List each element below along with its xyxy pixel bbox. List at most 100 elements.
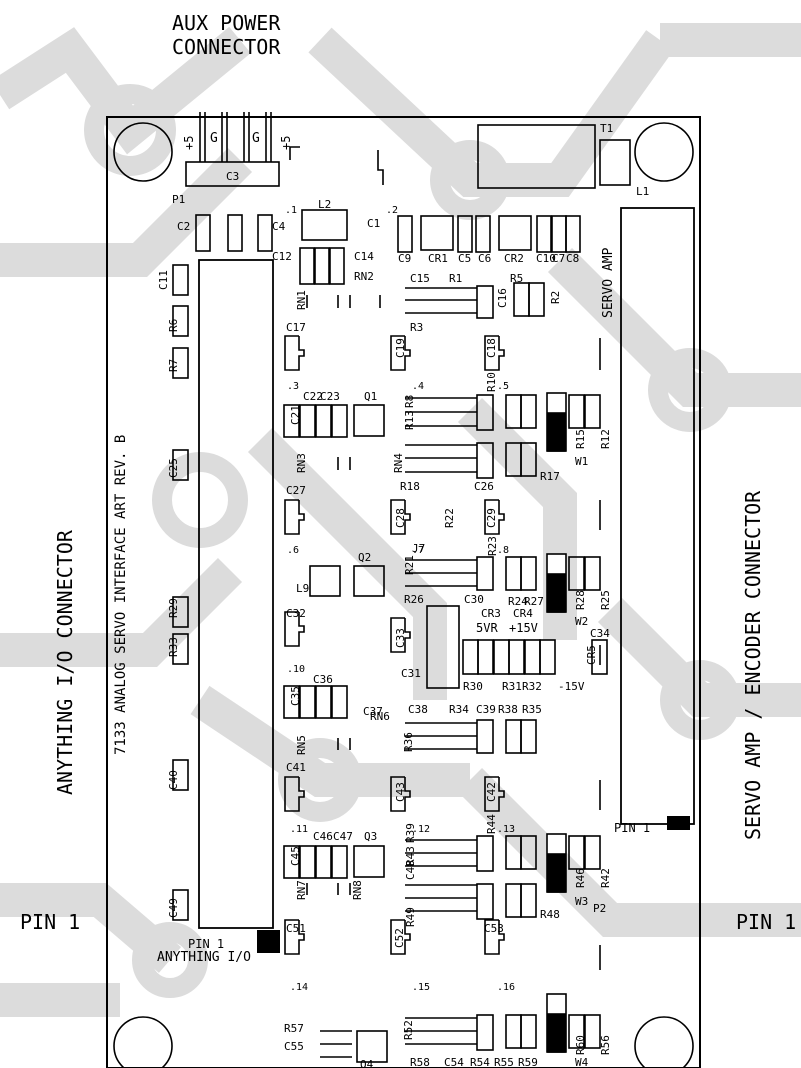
testpoint-label: .3 bbox=[287, 381, 299, 392]
ref-label-r32: R32 bbox=[522, 680, 542, 693]
ref-label-c15: C15 bbox=[410, 272, 430, 285]
ref-label-c27: C27 bbox=[286, 484, 306, 497]
component-footprint bbox=[476, 835, 494, 872]
component-footprint bbox=[172, 347, 189, 379]
component-footprint bbox=[420, 215, 454, 251]
component-footprint bbox=[476, 442, 494, 479]
ref-label-r2: R2 bbox=[549, 291, 562, 304]
ref-label-c29: C29 bbox=[485, 508, 498, 528]
ref-label-r34: R34 bbox=[449, 703, 469, 716]
component-footprint bbox=[299, 247, 315, 285]
ref-label-c1: C1 bbox=[367, 217, 380, 230]
ref-label-q4: Q4 bbox=[360, 1058, 374, 1068]
component-footprint bbox=[299, 685, 316, 719]
component-footprint bbox=[520, 719, 537, 754]
ref-label-l1: L1 bbox=[636, 185, 649, 198]
inductor-l1 bbox=[599, 139, 631, 186]
component-footprint bbox=[353, 404, 385, 437]
ref-label-c22: C22 bbox=[303, 390, 323, 403]
component-footprint bbox=[299, 404, 316, 438]
ref-label-c52: C52 bbox=[393, 928, 406, 948]
ref-label-r24: R24 bbox=[508, 595, 528, 608]
component-footprint bbox=[520, 394, 537, 429]
capacitor-footprint bbox=[284, 776, 305, 812]
ref-label-r1: R1 bbox=[449, 272, 462, 285]
board-revision: 7133 ANALOG SERVO INTERFACE ART REV. B bbox=[113, 435, 129, 755]
right-connector-label: SERVO AMP / ENCODER CONNECTOR bbox=[741, 490, 765, 840]
component-footprint bbox=[505, 719, 522, 754]
ref-label-c31: C31 bbox=[401, 667, 421, 680]
component-footprint bbox=[520, 835, 537, 870]
testpoint-label: .12 bbox=[412, 824, 430, 835]
jumper-blocks bbox=[546, 392, 567, 1053]
ref-label-r44: R44 bbox=[485, 814, 498, 834]
aux-power-subtitle: CONNECTOR bbox=[172, 35, 281, 59]
component-footprint bbox=[331, 685, 348, 719]
board-outline bbox=[106, 116, 701, 1068]
component-footprint bbox=[315, 845, 332, 879]
testpoint-label: .4 bbox=[412, 381, 424, 392]
ref-label-r10: R10 bbox=[485, 372, 498, 392]
ref-label-c38: C38 bbox=[408, 703, 428, 716]
component-footprint bbox=[353, 845, 385, 878]
ref-label-r59: R59 bbox=[518, 1056, 538, 1068]
ref-label-rn3: RN3 bbox=[295, 453, 308, 473]
ref-label-r55: R55 bbox=[494, 1056, 514, 1068]
pin1-marker bbox=[257, 930, 280, 953]
ref-label-c45: C45 bbox=[289, 846, 302, 866]
capacitor-footprint bbox=[390, 776, 411, 812]
left-connector-label: ANYTHING I/O CONNECTOR bbox=[53, 529, 77, 795]
ref-label-w3: W3 bbox=[575, 895, 588, 908]
component-footprint bbox=[315, 404, 332, 438]
ref-label-r57: R57 bbox=[284, 1022, 304, 1035]
ref-label-c54: C54 bbox=[444, 1056, 464, 1068]
ref-label-q2: Q2 bbox=[358, 551, 371, 564]
ref-label-c19: C19 bbox=[394, 338, 407, 358]
ref-label-w1: W1 bbox=[575, 455, 588, 468]
ref-label-r15: R15 bbox=[574, 429, 587, 449]
component-footprint bbox=[539, 639, 556, 675]
component-footprint bbox=[520, 1014, 537, 1049]
component-footprint bbox=[257, 214, 273, 252]
component-footprint bbox=[195, 214, 211, 252]
component-footprint bbox=[172, 264, 189, 296]
ref-label-c23: C23 bbox=[320, 390, 340, 403]
mounting-hole bbox=[113, 1016, 173, 1068]
component-footprint bbox=[172, 596, 189, 628]
testpoint-label: .2 bbox=[386, 205, 398, 216]
ref-label-c34: C34 bbox=[590, 627, 610, 640]
component-footprint bbox=[462, 639, 479, 675]
component-footprint bbox=[536, 215, 552, 253]
ref-label-c4: C4 bbox=[272, 220, 286, 233]
ref-label-r3: R3 bbox=[410, 321, 423, 334]
ref-label-c51: C51 bbox=[286, 922, 306, 935]
ref-label-rn7: RN7 bbox=[295, 880, 308, 900]
ref-label-rn4: RN4 bbox=[392, 453, 405, 473]
testpoint-label: .7 bbox=[412, 545, 424, 556]
ref-label-w2: W2 bbox=[575, 615, 588, 628]
ref-label-cr4: CR4 bbox=[513, 607, 533, 620]
component-footprint bbox=[505, 883, 522, 918]
testpoint-label: .8 bbox=[497, 545, 509, 556]
component-footprint bbox=[457, 215, 473, 253]
ref-label-r43: R43 bbox=[404, 846, 417, 866]
ref-label-r54: R54 bbox=[470, 1056, 490, 1068]
ref-label-c41: C41 bbox=[286, 761, 306, 774]
ref-label-rn1: RN1 bbox=[295, 290, 308, 310]
testpoint-label: .6 bbox=[287, 545, 299, 556]
connector-ref: C3 bbox=[226, 170, 239, 183]
ref-label-r49: R49 bbox=[404, 907, 417, 927]
testpoint-label: .1 bbox=[285, 205, 297, 216]
component-footprint bbox=[477, 639, 494, 675]
testpoint-label: .14 bbox=[290, 982, 308, 993]
ref-label-l2: L2 bbox=[318, 198, 331, 211]
testpoint-label: .15 bbox=[412, 982, 430, 993]
ref-label-q1: Q1 bbox=[364, 390, 377, 403]
vr-label: 5VR bbox=[476, 621, 498, 635]
ref-label-r48: R48 bbox=[540, 908, 560, 921]
ref-label-rn2: RN2 bbox=[354, 270, 374, 283]
mounting-hole bbox=[634, 1016, 694, 1068]
ref-label-rn5: RN5 bbox=[295, 735, 308, 755]
component-footprint bbox=[568, 835, 585, 870]
vr-label: +15V bbox=[509, 621, 538, 635]
